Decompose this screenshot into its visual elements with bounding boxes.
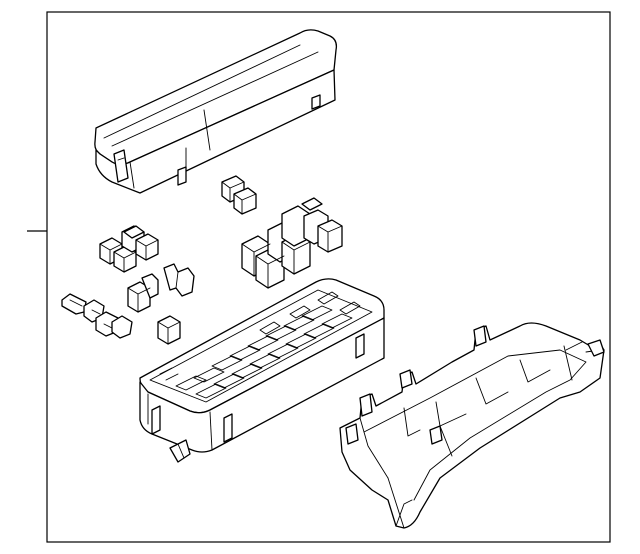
- mounting-tray: [339, 322, 605, 529]
- fuse-box-cover: [94, 29, 338, 194]
- mini-relays-middle: [127, 263, 195, 345]
- relay-cluster-left: [99, 225, 159, 273]
- relay-pair-small: [221, 175, 257, 215]
- fuse-strip-left: [61, 293, 133, 339]
- relay-cluster-right: [241, 197, 343, 289]
- fuse-box-base: [139, 278, 385, 463]
